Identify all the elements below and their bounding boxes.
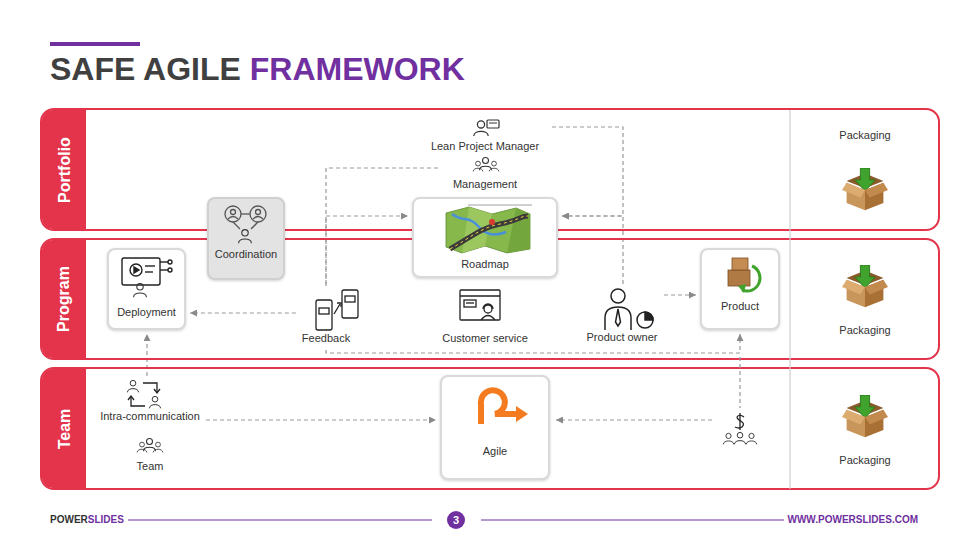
agile-icon bbox=[481, 390, 528, 424]
process-box: Roadmap bbox=[412, 197, 558, 278]
icon-node: Team bbox=[125, 436, 175, 476]
coordination-icon bbox=[225, 206, 266, 243]
footer-rule bbox=[128, 520, 432, 521]
dashed-link bbox=[739, 357, 740, 408]
packaging-label: Packaging bbox=[839, 323, 890, 337]
deployment-icon bbox=[122, 258, 172, 297]
node-label: Feedback bbox=[298, 332, 354, 345]
role-node: Product owner bbox=[582, 286, 662, 348]
roadmap-illustration bbox=[446, 205, 532, 253]
title-word: FRAMEWORK bbox=[250, 51, 465, 87]
node-label: Intra-communication bbox=[96, 410, 204, 423]
column-divider bbox=[789, 110, 790, 489]
title-word: SAFE bbox=[50, 51, 135, 87]
node-label: Customer service bbox=[438, 332, 532, 345]
brand-part: SLIDES bbox=[88, 514, 124, 525]
node-label: Product owner bbox=[582, 331, 662, 344]
icon-node: Intra-communication bbox=[96, 378, 204, 426]
process-box: Coordination bbox=[207, 197, 285, 280]
node-label: Deployment bbox=[109, 306, 184, 319]
brand-name: POWERSLIDES bbox=[50, 513, 124, 527]
node-label: Product bbox=[702, 300, 778, 313]
website-url: WWW.POWERSLIDES.COM bbox=[787, 513, 918, 527]
node-label: Coordination bbox=[209, 248, 283, 261]
dashed-connector bbox=[326, 334, 740, 353]
dashed-connector bbox=[326, 216, 408, 286]
product-owner-icon bbox=[605, 289, 653, 330]
dashed-connector bbox=[562, 216, 623, 284]
packaging-label: Packaging bbox=[839, 453, 890, 467]
stakeholder-icon bbox=[723, 413, 756, 444]
node-label: Roadmap bbox=[414, 258, 556, 271]
packaging-label: Packaging bbox=[839, 128, 890, 142]
dashed-connector bbox=[206, 419, 436, 420]
management-icon bbox=[473, 158, 499, 172]
band-label: Portfolio bbox=[54, 108, 74, 231]
page-number: 3 bbox=[453, 513, 459, 527]
intra-communication-icon bbox=[127, 380, 160, 408]
dashed-connector bbox=[190, 312, 296, 313]
package-icon bbox=[842, 168, 888, 210]
band-label: Program bbox=[54, 238, 74, 360]
process-box: Deployment bbox=[107, 248, 186, 330]
dashed-connector bbox=[664, 294, 696, 295]
process-box: Agile bbox=[440, 375, 550, 480]
footer-rule bbox=[481, 520, 784, 521]
page-badge bbox=[447, 511, 465, 529]
brand-part: POWER bbox=[50, 514, 88, 525]
role-node: Lean Project Manager bbox=[420, 116, 550, 156]
title-word bbox=[241, 51, 250, 87]
package-icon bbox=[842, 395, 888, 437]
manager-icon bbox=[474, 120, 499, 136]
title-word bbox=[135, 51, 143, 87]
node-label: Agile bbox=[442, 445, 548, 458]
dashed-connector bbox=[552, 127, 623, 216]
node-label: Team bbox=[125, 460, 175, 473]
icon-node: Feedback bbox=[298, 288, 354, 348]
dashed-arrow bbox=[556, 419, 712, 420]
package-icon bbox=[842, 265, 888, 307]
title-bar bbox=[50, 42, 140, 46]
customer-service-icon bbox=[460, 290, 500, 320]
node-label: Lean Project Manager bbox=[420, 140, 550, 153]
icon-node: Customer service bbox=[438, 288, 532, 348]
node-label: Management bbox=[440, 178, 530, 191]
title-word: AGILE bbox=[143, 51, 241, 87]
dashed-connector bbox=[146, 334, 147, 376]
process-box: Product bbox=[700, 248, 780, 330]
product-icon bbox=[728, 258, 760, 293]
page-title: SAFE AGILE FRAMEWORK bbox=[50, 50, 465, 88]
band-label: Team bbox=[54, 367, 74, 490]
role-node: Management bbox=[440, 156, 530, 192]
swimlane-band: TeamIntra-communicationTeamAgile bbox=[40, 367, 940, 490]
team-icon bbox=[137, 439, 163, 453]
feedback-icon bbox=[316, 290, 358, 330]
